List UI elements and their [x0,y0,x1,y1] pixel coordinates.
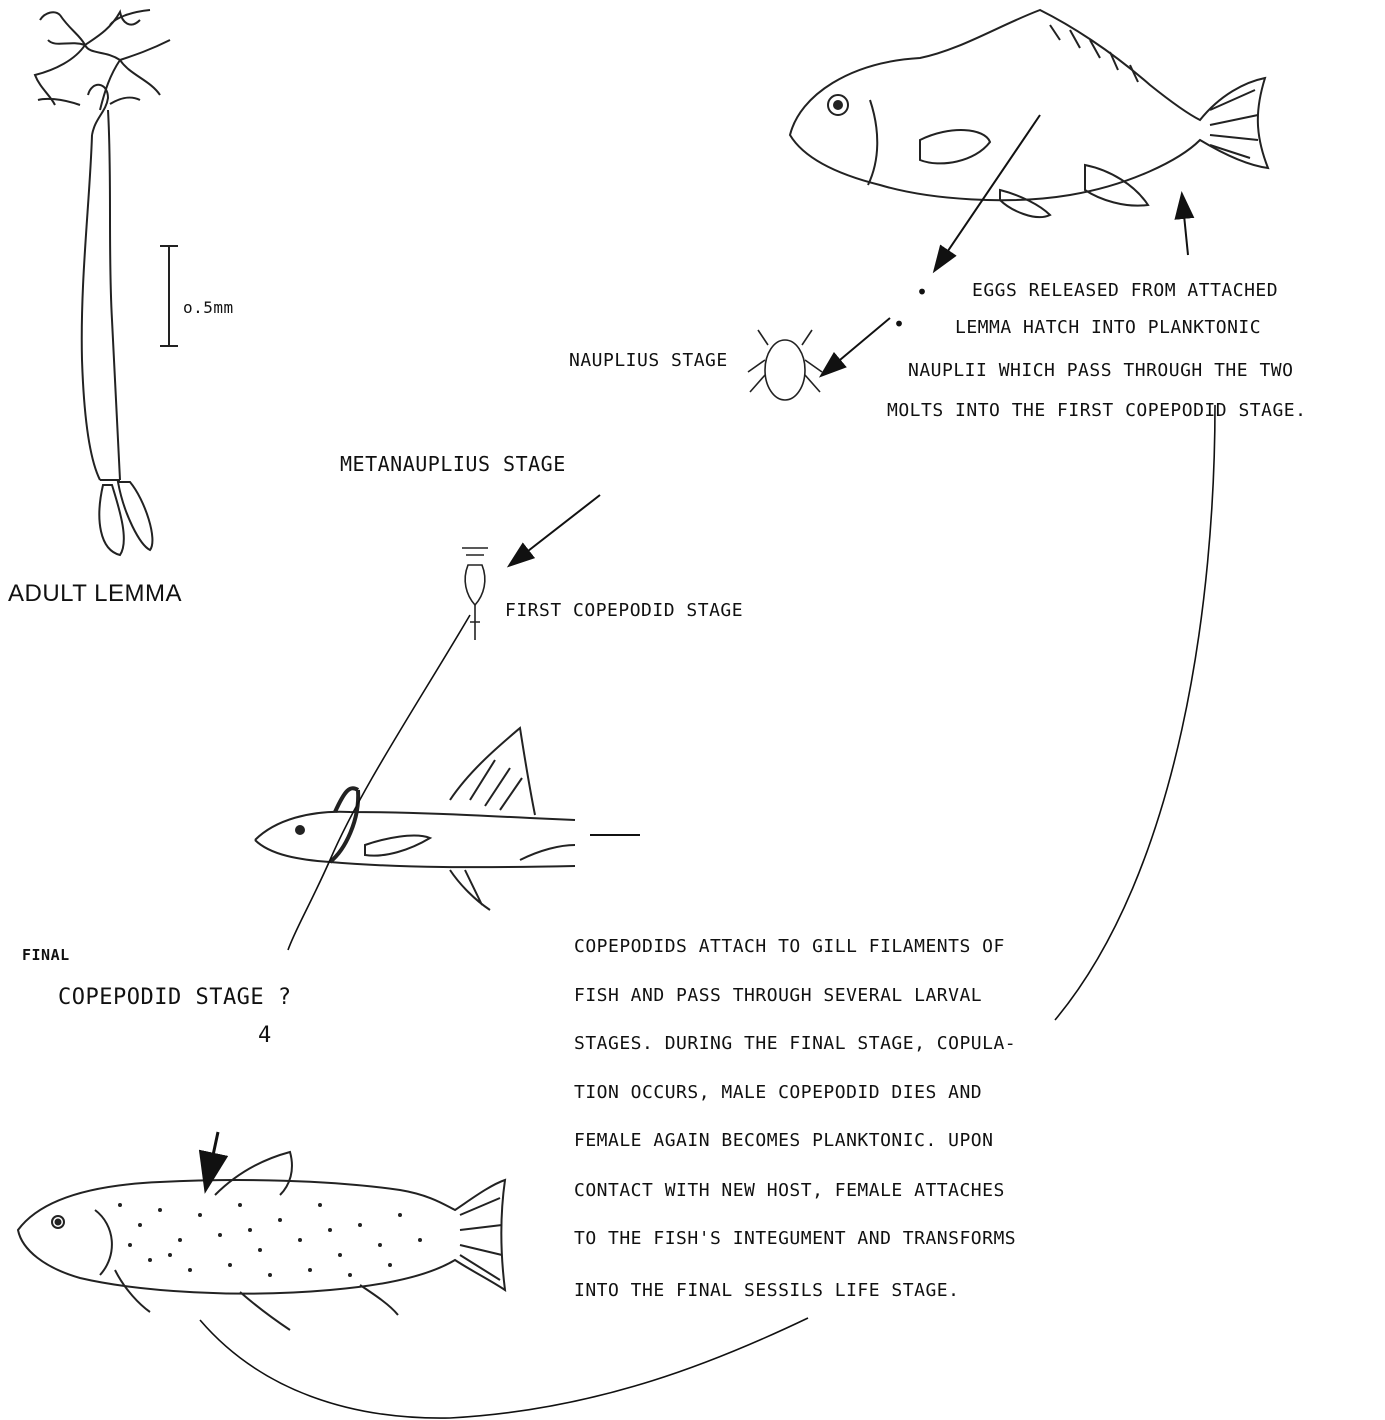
carp-drawing [790,10,1268,217]
copepodid-note-line: CONTACT WITH NEW HOST, FEMALE ATTACHES [574,1180,1005,1201]
curve-copepodid-to-fish [288,615,470,950]
copepodid-note-line: STAGES. DURING THE FINAL STAGE, COPULA- [574,1033,1016,1054]
metanauplius-label: METANAUPLIUS STAGE [340,452,566,476]
gill-host-fish-drawing [255,728,575,910]
copepodid-note-line: FEMALE AGAIN BECOMES PLANKTONIC. UPON [574,1130,993,1151]
bullet-icon: • [893,312,905,336]
eggs-note-line: NAUPLII WHICH PASS THROUGH THE TWO [908,360,1293,381]
copepodid-note-line: TION OCCURS, MALE COPEPODID DIES AND [574,1082,982,1103]
copepodid-stage-label: COPEPODID STAGE ? [58,985,292,1010]
nauplius-drawing [748,330,822,400]
curve-right-cycle [1055,405,1215,1020]
copepodid-note-line: TO THE FISH'S INTEGUMENT AND TRANSFORMS [574,1228,1016,1249]
bullet-icon: • [916,280,928,304]
copepodid-note-line: FISH AND PASS THROUGH SEVERAL LARVAL [574,985,982,1006]
copepodid-note-line: INTO THE FINAL SESSILS LIFE STAGE. [574,1280,959,1301]
eggs-note-line: MOLTS INTO THE FIRST COPEPODID STAGE. [887,400,1306,421]
arrow-to-copepodid [510,495,600,565]
eggs-note-line: LEMMA HATCH INTO PLANKTONIC [955,317,1261,338]
final-label: FINAL [22,946,70,964]
scale-label: o.5mm [183,298,234,317]
scale-bar [160,246,178,346]
copepodid-drawing [462,548,488,640]
stage-number-label: 4 [258,1023,272,1048]
adult-lemma-drawing [35,10,170,555]
adult-lemma-label: ADULT LEMMA [8,580,182,608]
first-copepodid-label: FIRST COPEPODID STAGE [505,600,743,621]
curve-bottom-cycle [200,1318,808,1418]
trout-drawing [18,1152,505,1330]
nauplius-label: NAUPLIUS STAGE [569,350,728,371]
arrow-tail-marker [1182,195,1188,255]
copepodid-note-line: COPEPODIDS ATTACH TO GILL FILAMENTS OF [574,936,1005,957]
eggs-note-line: EGGS RELEASED FROM ATTACHED [972,280,1278,301]
arrow-to-nauplius [822,318,890,375]
